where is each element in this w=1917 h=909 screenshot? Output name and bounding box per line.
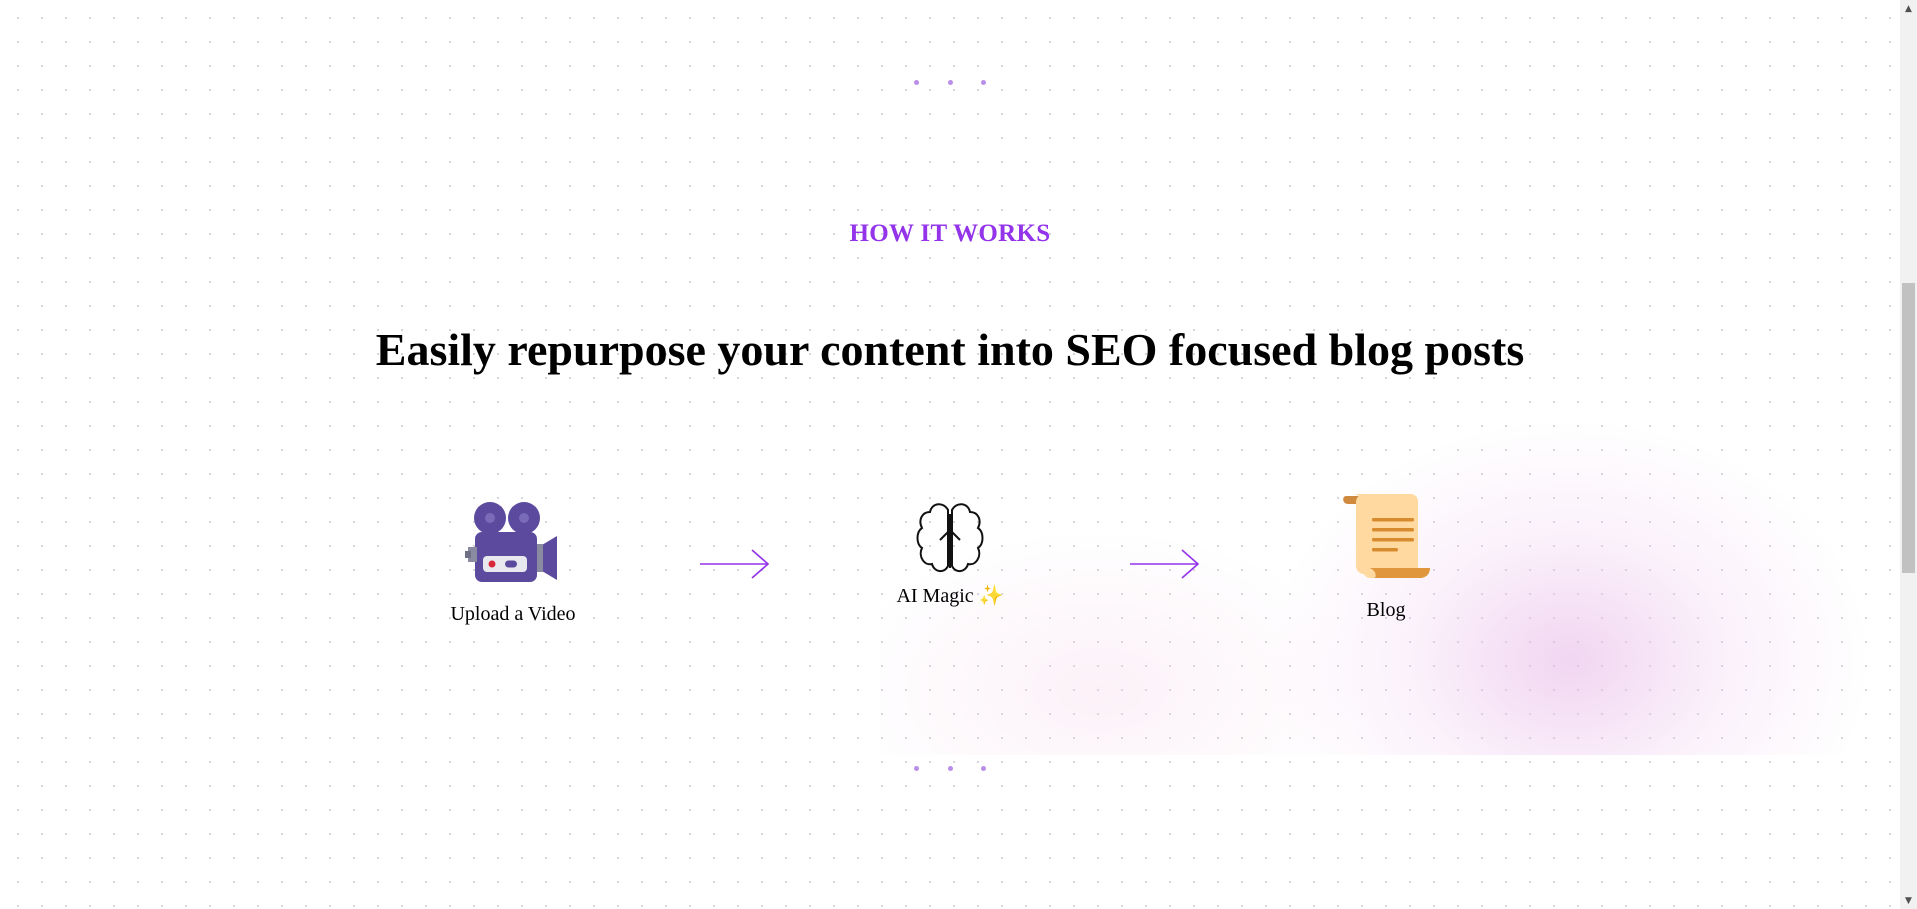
triangle-up-icon[interactable]: ▲	[1905, 3, 1912, 14]
page-scrollbar[interactable]: ▲ ▼	[1900, 0, 1917, 909]
section-headline: Easily repurpose your content into SEO f…	[375, 324, 1525, 375]
divider-dot	[914, 766, 919, 771]
step-upload-video: Upload a Video	[440, 500, 586, 626]
section-divider-bottom	[914, 766, 986, 772]
divider-dot	[981, 80, 986, 85]
divider-dot	[947, 766, 953, 771]
scrollbar-thumb[interactable]	[1902, 283, 1915, 573]
brain-icon	[916, 503, 984, 572]
triangle-down-icon[interactable]: ▼	[1905, 895, 1912, 906]
step-ai-magic: AI Magic ✨	[880, 500, 1020, 608]
divider-dot	[981, 766, 986, 771]
step-label: AI Magic ✨	[896, 585, 1004, 607]
arrow-right-icon	[700, 549, 770, 579]
arrow-right-icon	[1130, 549, 1200, 579]
divider-dot	[914, 80, 919, 85]
divider-dot	[947, 80, 953, 85]
step-label: Blog	[1366, 599, 1406, 621]
step-blog: Blog	[1316, 490, 1456, 622]
step-label: Upload a Video	[450, 603, 576, 625]
section-eyebrow: HOW IT WORKS	[849, 220, 1051, 247]
section-divider-top	[914, 80, 986, 86]
video-camera-icon	[465, 502, 557, 582]
scroll-icon	[1343, 494, 1430, 578]
